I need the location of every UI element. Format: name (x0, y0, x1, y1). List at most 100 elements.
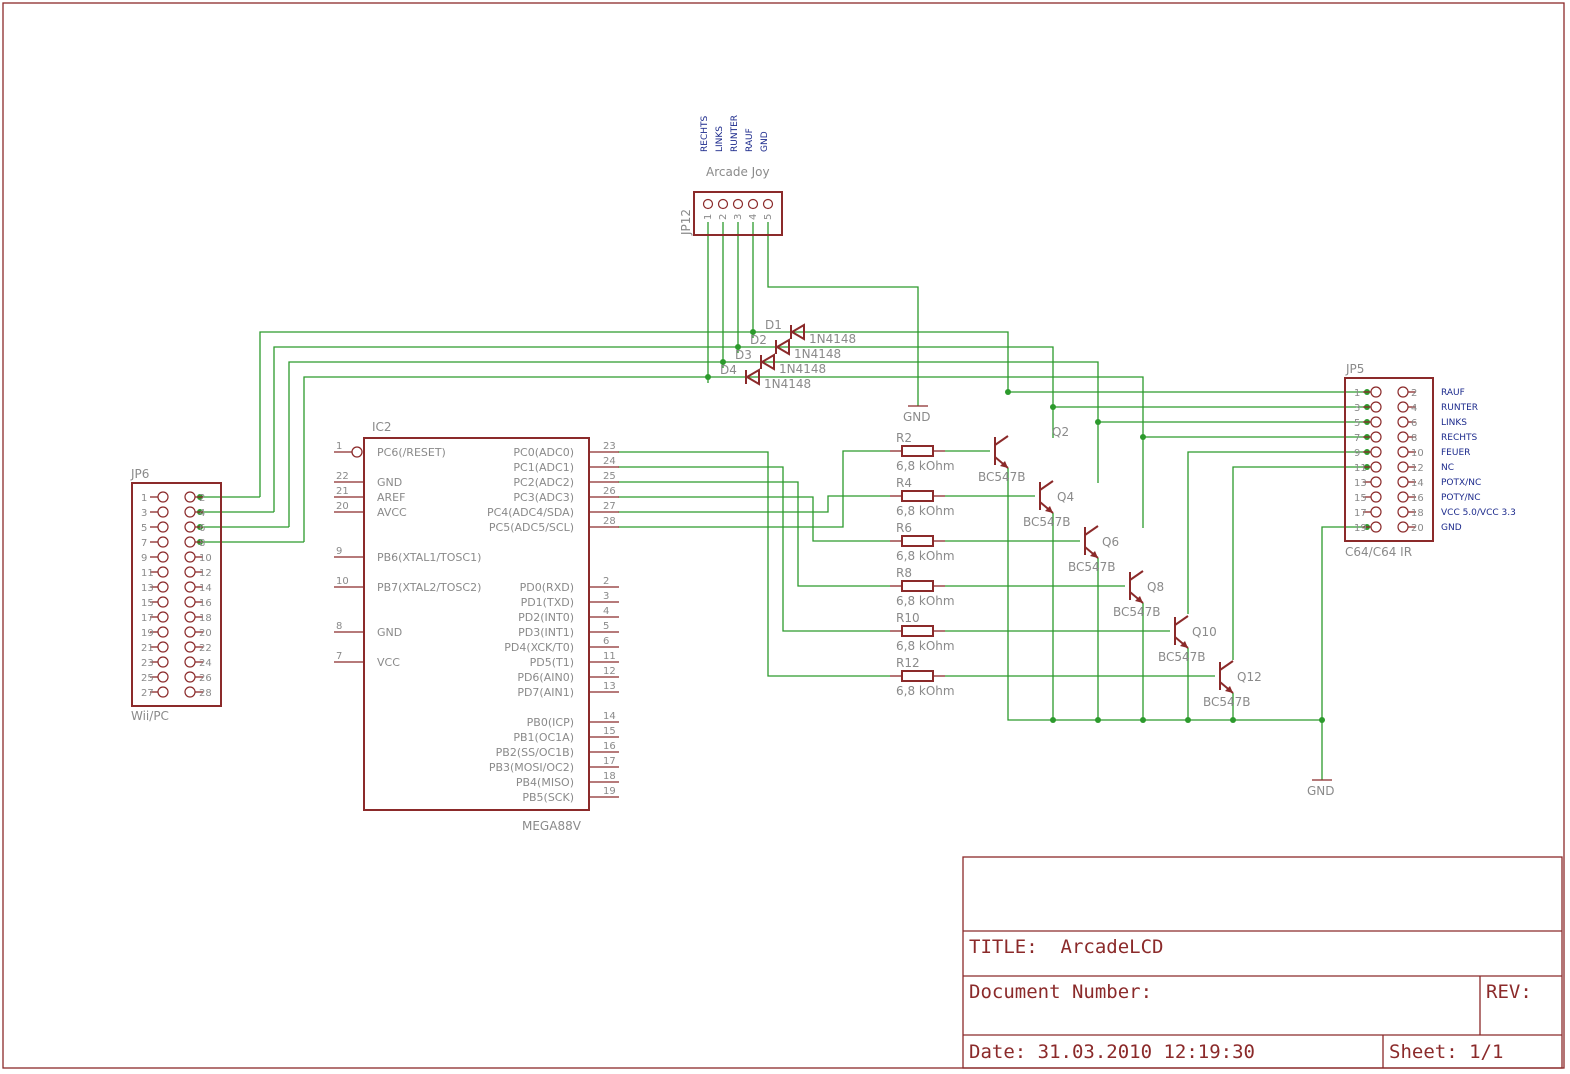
resistor-r6: R66,8 kOhm (890, 521, 955, 563)
jp6-pin-pad (184, 551, 196, 563)
jp6-pin-pad (184, 581, 196, 593)
jp5-pin-pad (1397, 431, 1409, 443)
jp12-pin-number: 3 (733, 214, 744, 220)
jp5-pin-number: 14 (1411, 478, 1424, 489)
jp5-pin-pad (1370, 521, 1382, 533)
jp5-pin-pad (1370, 446, 1382, 458)
ic2-pin-label: PD4(XCK/T0) (504, 641, 574, 654)
ic2-pin-number: 3 (603, 591, 609, 602)
jp6-pin-number: 24 (199, 658, 212, 669)
jp5-pin-pad (1397, 506, 1409, 518)
jp6-pin-number: 11 (141, 568, 154, 579)
diode-value: 1N4148 (809, 332, 856, 346)
ic2-pin-number: 17 (603, 756, 616, 767)
transistor-value: BC547B (1068, 560, 1116, 574)
jp5-pin-pad (1397, 476, 1409, 488)
jp5-signal-label: RECHTS (1441, 433, 1477, 443)
resistor-r2: R26,8 kOhm (890, 431, 955, 473)
jp6-pin-number: 7 (141, 538, 147, 549)
connector-jp12: JP12 Arcade Joy 1RECHTS2LINKS3RUNTER4RAU… (679, 115, 783, 236)
ic2-pin-number: 26 (603, 486, 616, 497)
jp6-pin-pad (184, 641, 196, 653)
jp5-pin-number: 17 (1354, 508, 1367, 519)
ic2-pin-number: 5 (603, 621, 609, 632)
jp6-pin-number: 9 (141, 553, 147, 564)
transistor-designator: Q10 (1192, 625, 1217, 639)
jp5-pin-pad (1370, 491, 1382, 503)
jp12-designator: JP12 (679, 209, 693, 236)
jp6-pin-number: 4 (199, 508, 205, 519)
ic2-pin-number: 14 (603, 711, 616, 722)
ic2-pin-number: 28 (603, 516, 616, 527)
jp5-pin-pad (1370, 431, 1382, 443)
jp5-pin-number: 6 (1411, 418, 1417, 429)
ic2-pin-number: 10 (336, 576, 349, 587)
document-number-field: Document Number: (969, 981, 1152, 1003)
jp5-signal-label: LINKS (1441, 418, 1467, 428)
jp5-pin-pad (1370, 506, 1382, 518)
jp5-pin-number: 7 (1354, 433, 1360, 444)
gnd-symbol-bottom: GND (1307, 779, 1335, 798)
resistor-value: 6,8 kOhm (896, 639, 955, 653)
diode-value: 1N4148 (779, 362, 826, 376)
transistors: Q2BC547BQ4BC547BQ6BC547BQ8BC547BQ10BC547… (978, 425, 1262, 709)
ic2-pin-label: PB1(OC1A) (513, 731, 574, 744)
resistor-designator: R6 (896, 521, 912, 535)
ic2-pin-number: 1 (336, 441, 342, 452)
transistor-designator: Q4 (1057, 490, 1074, 504)
ic2-pin-number: 9 (336, 546, 342, 557)
transistor-designator: Q12 (1237, 670, 1262, 684)
jp6-pin-pad (184, 671, 196, 683)
jp6-pin-pad (157, 596, 169, 608)
resistor-designator: R10 (896, 611, 920, 625)
jp5-pin-number: 10 (1411, 448, 1424, 459)
ic2-pin-number: 20 (336, 501, 349, 512)
ic2-pin-label: PD0(RXD) (520, 581, 574, 594)
jp6-pin-number: 21 (141, 643, 154, 654)
ic2-pin-number: 27 (603, 501, 616, 512)
ic2-value: MEGA88V (522, 819, 582, 833)
jp6-pin-number: 8 (199, 538, 205, 549)
ic2-pin-label: PC1(ADC1) (513, 461, 574, 474)
jp6-pin-number: 16 (199, 598, 212, 609)
jp6-pin-number: 26 (199, 673, 212, 684)
ic2-pin-number: 4 (603, 606, 609, 617)
date-field: Date: 31.03.2010 12:19:30 (969, 1041, 1255, 1063)
gnd-label-top: GND (903, 410, 931, 424)
jp5-pin-pad (1370, 476, 1382, 488)
jp5-signal-label: FEUER (1441, 448, 1470, 458)
jp6-pin-number: 10 (199, 553, 212, 564)
jp6-pin-number: 28 (199, 688, 212, 699)
jp12-pin-pad (747, 198, 759, 210)
transistor-designator: Q2 (1052, 425, 1069, 439)
jp5-pin-number: 8 (1411, 433, 1417, 444)
jp12-signal-label: RECHTS (700, 116, 710, 152)
resistor-value: 6,8 kOhm (896, 504, 955, 518)
jp6-pin-pad (184, 626, 196, 638)
revision-field: REV: (1486, 981, 1532, 1003)
jp6-pin-number: 17 (141, 613, 154, 624)
ic2-pin-number: 22 (336, 471, 349, 482)
jp5-pin-number: 18 (1411, 508, 1424, 519)
resistor-designator: R8 (896, 566, 912, 580)
ic2-pin-label: GND (377, 476, 402, 489)
jp12-signal-label: GND (760, 131, 770, 152)
jp5-pin-pad (1370, 416, 1382, 428)
jp5-pin-pad (1397, 446, 1409, 458)
jp12-pin-number: 5 (763, 214, 774, 220)
ic2-pin-label: GND (377, 626, 402, 639)
jp5-pin-pad (1370, 461, 1382, 473)
jp5-pin-number: 2 (1411, 388, 1417, 399)
jp5-signal-label: GND (1441, 523, 1462, 533)
jp12-title: Arcade Joy (706, 165, 770, 179)
title-block: TITLE: ArcadeLCD Document Number: REV: D… (962, 856, 1563, 1069)
ic2-pin-number: 21 (336, 486, 349, 497)
ic2-pin-label: PD6(AIN0) (517, 671, 574, 684)
